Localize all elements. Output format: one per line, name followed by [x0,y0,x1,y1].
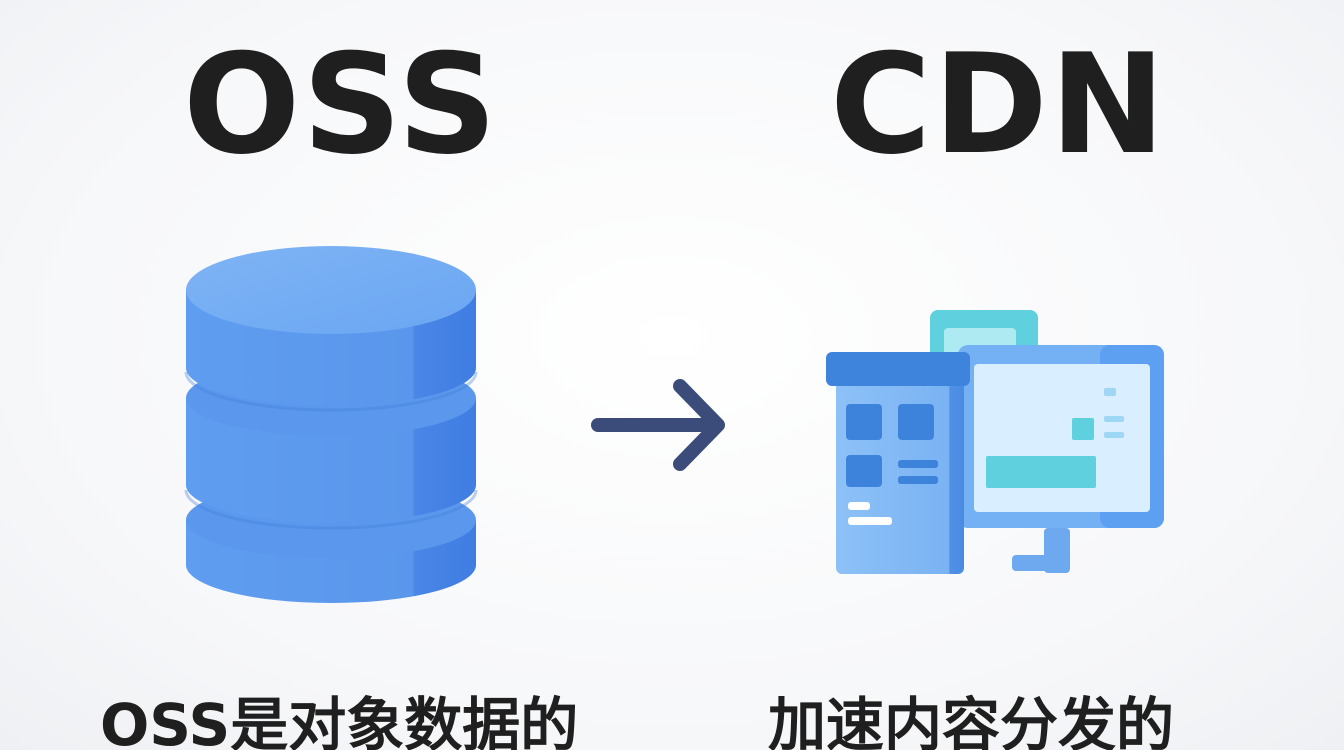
devices-icon [826,310,1164,574]
oss-caption: OSS是对象数据的 [100,691,579,750]
cdn-caption: 加速内容分发的 [768,691,1175,750]
database-disk-top [186,246,476,406]
oss-title: OSS [183,24,499,185]
arrow-right-icon [591,379,725,471]
database-icon [184,246,478,603]
device-phone [826,352,970,574]
cdn-title: CDN [830,24,1168,185]
device-monitor [958,345,1164,573]
